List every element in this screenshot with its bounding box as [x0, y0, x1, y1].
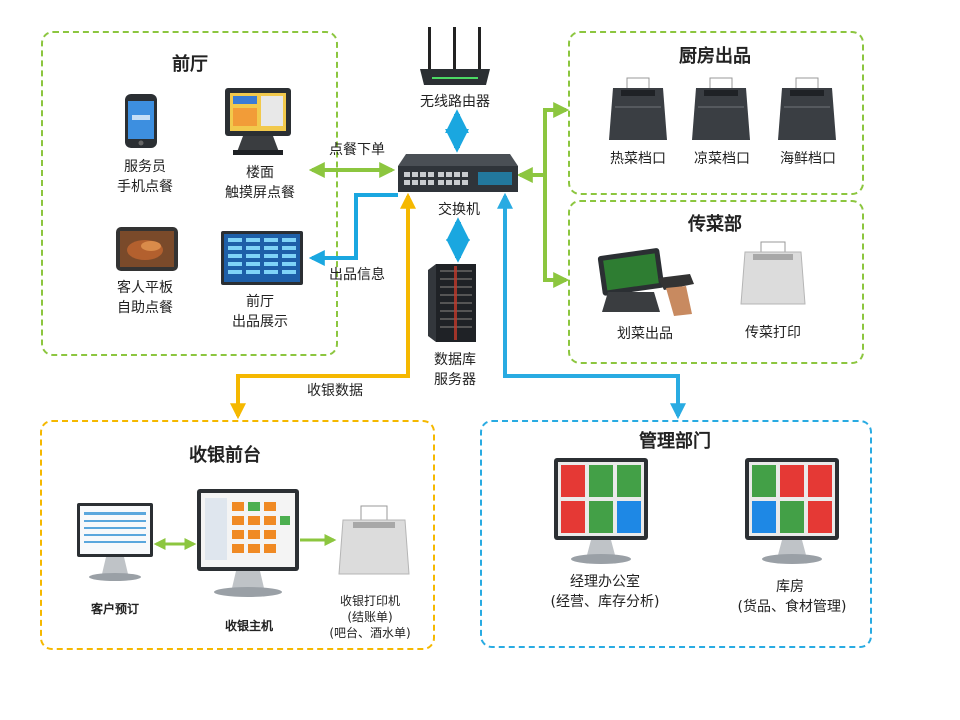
receipt-printer-icon — [740, 241, 806, 305]
waiter-label-1: 服务员 — [124, 159, 166, 175]
scanner-icon — [597, 248, 694, 316]
receipt-printer-icon — [609, 77, 667, 140]
management-group — [480, 420, 872, 648]
display-label-1: 前厅 — [246, 294, 274, 310]
management-title: 管理部门 — [639, 431, 711, 452]
kitchen-title: 厨房出品 — [679, 46, 751, 67]
switch-icon — [398, 154, 518, 192]
front-hall-title: 前厅 — [172, 54, 208, 75]
tablet-label-2: 自助点餐 — [117, 300, 173, 316]
db-label-1: 数据库 — [434, 352, 476, 368]
server-icon — [428, 264, 476, 342]
cashier-group — [40, 420, 435, 650]
phone-icon — [125, 94, 157, 148]
db-label-2: 服务器 — [434, 372, 476, 388]
serving-link — [543, 175, 570, 288]
serving-title: 传菜部 — [688, 214, 742, 235]
touch-label-1: 楼面 — [246, 165, 274, 181]
tablet-label-1: 客人平板 — [117, 280, 173, 296]
pos-terminal-icon — [197, 489, 299, 597]
switch-label: 交换机 — [438, 202, 480, 218]
dashboard-monitor-icon — [554, 458, 648, 564]
serving-print-label: 传菜打印 — [745, 325, 801, 341]
kitchen-printer-seafood: 海鲜档口 — [780, 151, 836, 167]
order-flow-label: 点餐下单 — [329, 142, 385, 158]
kitchen-printer-cold: 凉菜档口 — [694, 151, 750, 167]
kitchen-printer-hot: 热菜档口 — [610, 151, 666, 167]
management-storage-2: (货品、食材管理) — [737, 599, 847, 615]
monitor-icon — [221, 231, 303, 285]
touch-label-2: 触摸屏点餐 — [225, 185, 295, 201]
management-manager-2: (经营、库存分析) — [550, 594, 660, 610]
dish-info-flow-label: 出品信息 — [329, 267, 385, 283]
router-icon — [420, 27, 490, 85]
kitchen-link — [516, 102, 570, 183]
cashier-title: 收银前台 — [189, 445, 261, 466]
dashboard-monitor-icon — [745, 458, 839, 564]
cashier-printer-3: (吧台、酒水单) — [329, 626, 411, 640]
cashier-printer-2: (结账单) — [347, 610, 393, 624]
tablet-icon — [116, 227, 178, 271]
display-label-2: 出品展示 — [232, 314, 288, 330]
cashier-printer-1: 收银打印机 — [339, 594, 400, 608]
management-manager-1: 经理办公室 — [570, 574, 640, 590]
serving-scan-label: 划菜出品 — [617, 326, 673, 342]
cashier-reserve-label: 客户预订 — [90, 602, 139, 616]
cash-data-flow-label: 收银数据 — [307, 383, 363, 399]
router-label: 无线路由器 — [420, 94, 490, 110]
receipt-printer-icon — [692, 77, 750, 140]
management-link — [497, 192, 686, 420]
receipt-printer-icon — [338, 505, 410, 575]
management-storage-1: 库房 — [776, 579, 804, 595]
dish-info-arrow — [308, 193, 398, 266]
monitor-icon — [77, 503, 153, 581]
cashier-host-label: 收银主机 — [224, 619, 273, 633]
receipt-printer-icon — [778, 77, 836, 140]
waiter-label-2: 手机点餐 — [117, 179, 173, 195]
pos-terminal-icon — [225, 88, 291, 155]
cash-data-arrow — [230, 192, 416, 420]
